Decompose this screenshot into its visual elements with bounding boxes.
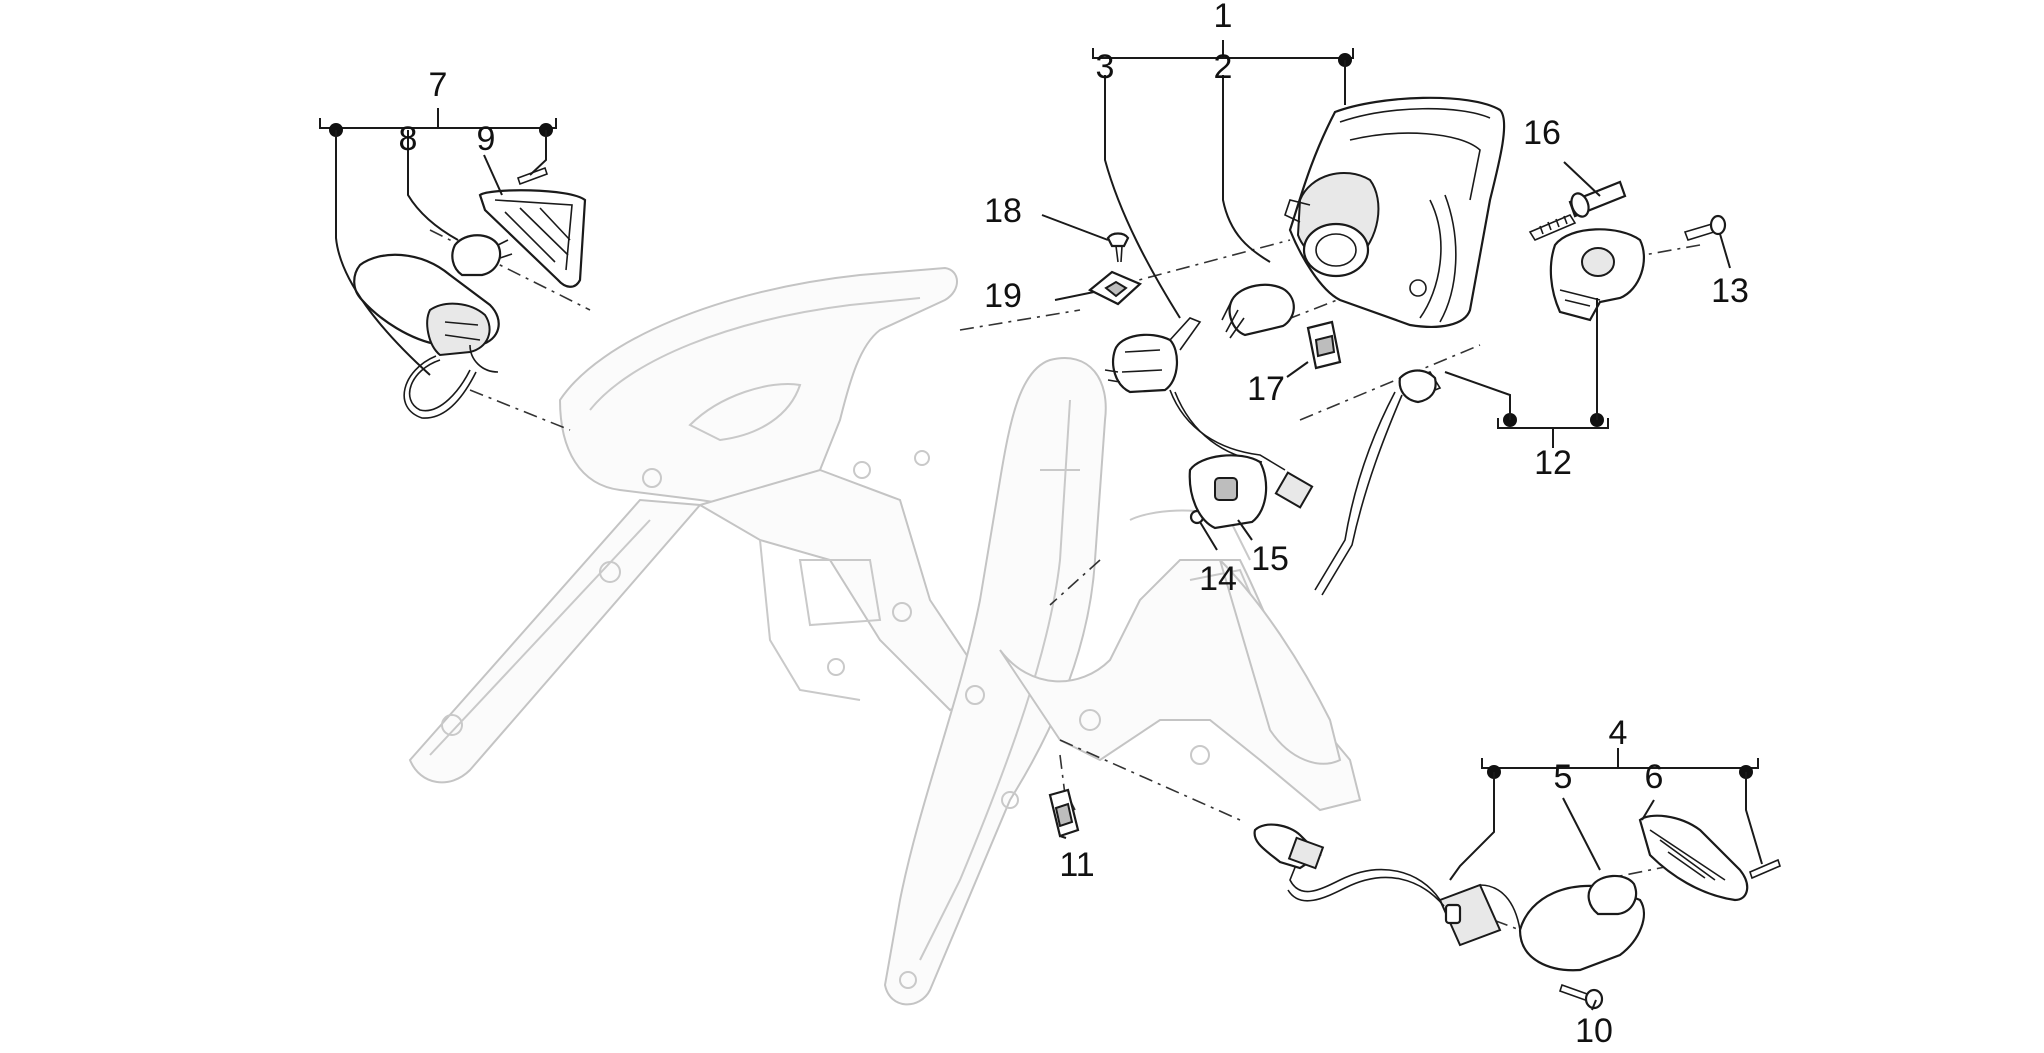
callout-11: 11	[1059, 846, 1094, 884]
callout-12: 12	[1534, 444, 1572, 482]
callout-3: 3	[1096, 48, 1115, 86]
group-bracket-4	[1449, 748, 1763, 881]
group-bracket-7	[319, 108, 557, 376]
tail-light-bulb	[1221, 283, 1295, 339]
spring-clip-11	[1048, 788, 1080, 838]
callout-7: 7	[429, 66, 448, 104]
left-turn-bulb	[451, 234, 513, 277]
right-signal-wire	[1253, 823, 1445, 907]
callout-6: 6	[1645, 758, 1664, 796]
group-bracket-1	[1092, 40, 1354, 105]
callout-1: 1	[1214, 0, 1233, 35]
callout-13: 13	[1711, 272, 1749, 310]
small-screw-13	[1683, 214, 1727, 241]
group-bracket-12	[1444, 298, 1609, 448]
left-lens-screw	[516, 166, 549, 186]
callout-8: 8	[399, 120, 418, 158]
licence-plate-light	[1314, 228, 1645, 596]
screw-10	[1558, 983, 1604, 1010]
screw-18	[1106, 232, 1130, 263]
callout-17: 17	[1247, 370, 1285, 408]
speed-nut-19	[1087, 270, 1143, 306]
callout-16: 16	[1523, 114, 1561, 152]
spring-clip-17	[1306, 320, 1342, 370]
rear-frame	[408, 266, 1362, 1006]
leader-lines	[407, 75, 1731, 1011]
callout-15: 15	[1251, 540, 1289, 578]
callout-18: 18	[984, 192, 1022, 230]
callout-19: 19	[984, 277, 1022, 315]
callout-5: 5	[1554, 758, 1573, 796]
right-lens-screw	[1749, 858, 1781, 880]
callout-9: 9	[477, 120, 496, 158]
right-turn-lens	[1638, 814, 1749, 902]
right-turn-bulb	[1587, 874, 1638, 916]
long-screw	[1528, 180, 1627, 242]
callout-14: 14	[1199, 560, 1237, 598]
callout-4: 4	[1609, 714, 1628, 752]
callout-10: 10	[1575, 1012, 1613, 1048]
callout-2: 2	[1214, 48, 1233, 86]
bulb-socket-harness	[1104, 317, 1314, 509]
callout-labels: 1 2 3 4 5 6 7 8 9 10 11 12 13 14 15 16 1…	[399, 0, 1749, 1050]
bulb-holder-bracket	[1188, 454, 1268, 530]
left-turn-lens	[478, 189, 587, 288]
tail-light-assembly	[1284, 96, 1506, 328]
